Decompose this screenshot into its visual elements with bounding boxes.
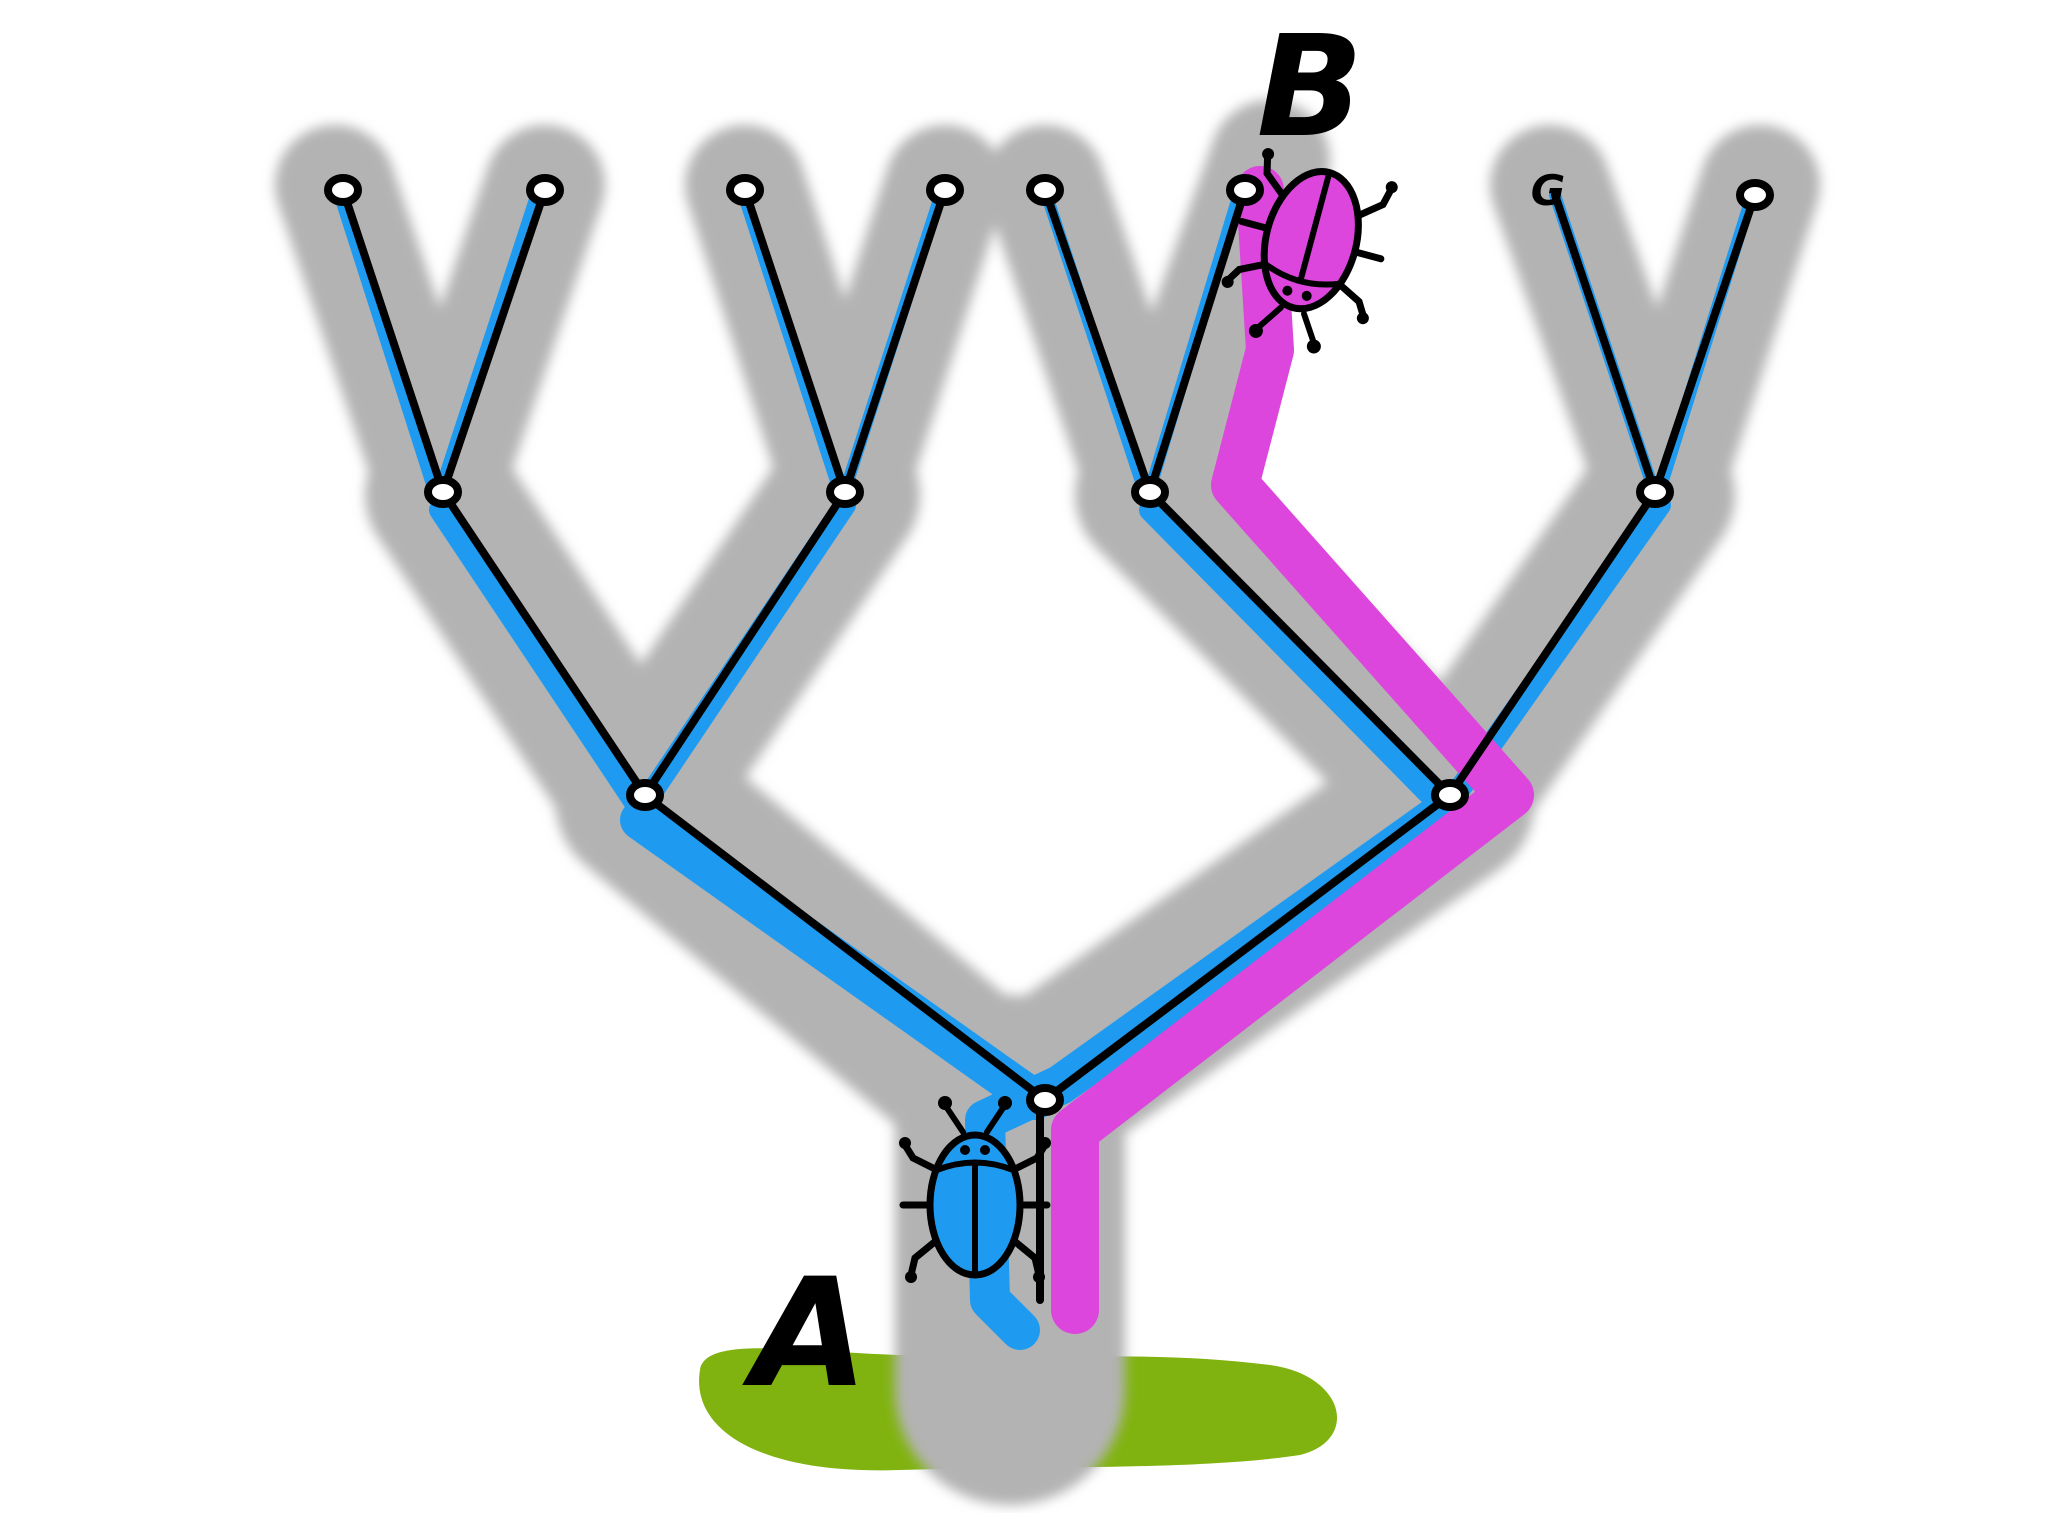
tree-node bbox=[1026, 174, 1064, 206]
tree-node bbox=[1636, 476, 1674, 508]
blue-beetle-icon bbox=[899, 1096, 1051, 1283]
tree-node bbox=[926, 174, 964, 206]
tree-node bbox=[1431, 779, 1469, 811]
tree-node bbox=[1131, 476, 1169, 508]
magenta-beetle-icon bbox=[1221, 148, 1398, 354]
tree-node bbox=[826, 476, 864, 508]
tree-node bbox=[526, 174, 564, 206]
label-target: B bbox=[1257, 6, 1364, 169]
tree-node bbox=[1226, 174, 1264, 206]
tree-node bbox=[1026, 1084, 1064, 1116]
leaf-mark-label: G bbox=[1531, 166, 1565, 215]
tree-node bbox=[726, 174, 764, 206]
tree-node bbox=[324, 174, 362, 206]
tree-node bbox=[424, 476, 462, 508]
label-start: A bbox=[742, 1247, 868, 1421]
tree-lines bbox=[339, 186, 1759, 1304]
tree-node bbox=[1736, 179, 1774, 211]
tree-node bbox=[626, 779, 664, 811]
magenta-path bbox=[1051, 166, 1534, 1334]
tree-nodes bbox=[324, 174, 1774, 1116]
